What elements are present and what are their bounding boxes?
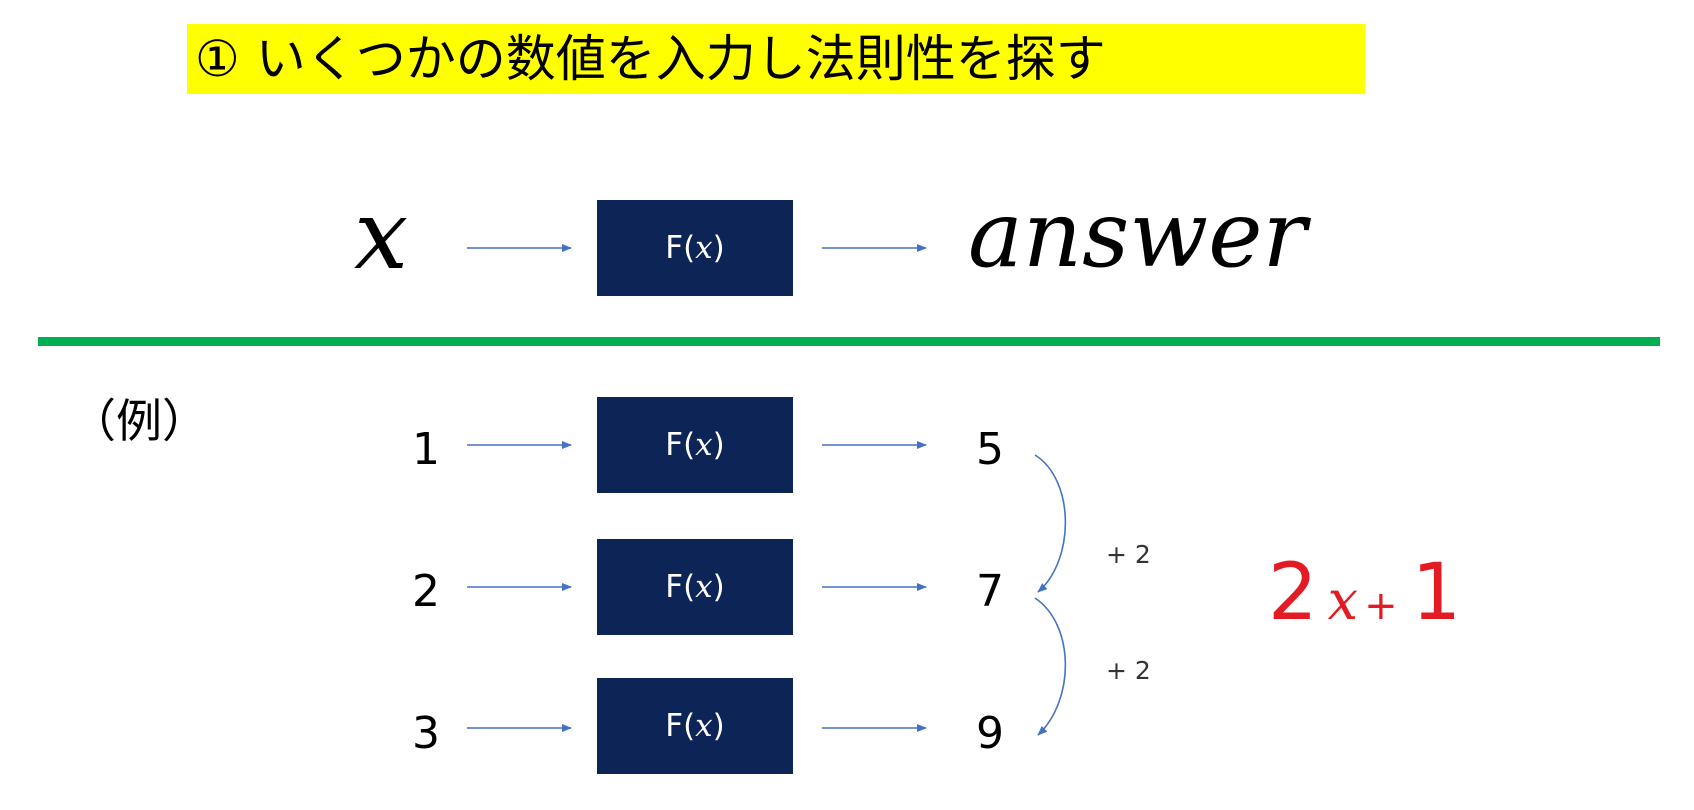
formula-coefficient: 2: [1268, 548, 1318, 638]
row-3-input: 3: [412, 708, 440, 759]
function-box-top: F(x): [597, 200, 793, 296]
top-input-x: x: [354, 179, 409, 291]
function-box-prefix: F(: [665, 230, 696, 266]
function-box-var: x: [695, 708, 713, 744]
function-box-var: x: [695, 230, 713, 266]
curve-arrow-7-to-9: [1034, 597, 1067, 736]
row-1-input: 1: [412, 424, 440, 475]
difference-label-2: + 2: [1106, 656, 1151, 685]
green-divider: [38, 337, 1660, 346]
formula-constant: 1: [1411, 548, 1462, 638]
formula-operator: +: [1364, 583, 1398, 629]
row-1-output: 5: [976, 424, 1004, 475]
function-box-suffix: ): [712, 230, 725, 266]
function-box-prefix: F(: [665, 708, 696, 744]
difference-label-1: + 2: [1106, 540, 1151, 569]
row-2-output: 7: [976, 566, 1004, 617]
function-box-var: x: [695, 427, 713, 463]
top-output-answer: answer: [968, 181, 1307, 288]
function-box-row-1: F(x): [597, 397, 793, 493]
curve-arrow-5-to-7: [1034, 454, 1067, 593]
formula-variable: x: [1327, 569, 1359, 632]
function-box-row-3: F(x): [597, 678, 793, 774]
function-box-prefix: F(: [665, 427, 696, 463]
function-box-prefix: F(: [665, 569, 696, 605]
function-box-suffix: ): [712, 708, 725, 744]
row-2-input: 2: [412, 566, 440, 617]
slide-title: ① いくつかの数値を入力し法則性を探す: [187, 24, 1365, 94]
example-label: （例）: [70, 394, 208, 448]
row-3-output: 9: [976, 708, 1004, 759]
function-box-suffix: ): [712, 427, 725, 463]
function-box-suffix: ): [712, 569, 725, 605]
function-box-var: x: [695, 569, 713, 605]
function-box-row-2: F(x): [597, 539, 793, 635]
